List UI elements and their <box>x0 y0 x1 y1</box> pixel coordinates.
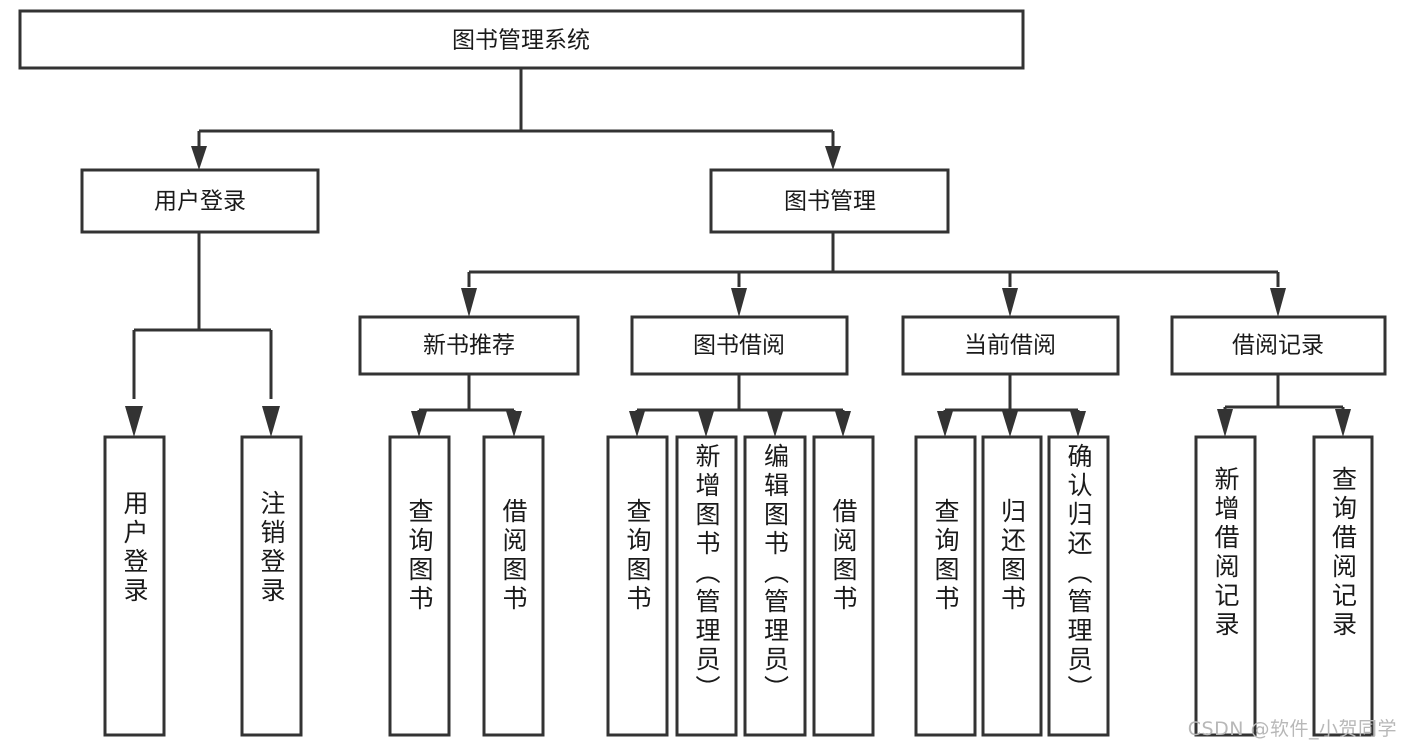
arrow-head-icon <box>629 411 645 437</box>
arrow-head-icon <box>262 406 280 437</box>
node-user-login-label: 用户登录 <box>154 189 246 215</box>
node-user-login[interactable]: 用户登录 <box>80 168 320 234</box>
watermark-text: CSDN @软件_小贺同学 <box>1187 718 1397 740</box>
leaf-box-logout-login[interactable] <box>240 435 303 737</box>
leaf-box-query-book-2[interactable] <box>606 435 669 737</box>
node-current-borrow-label: 当前借阅 <box>964 333 1056 359</box>
node-book-borrow[interactable]: 图书借阅 <box>630 315 849 376</box>
arrow-head-icon <box>506 411 522 437</box>
node-book-management[interactable]: 图书管理 <box>709 168 950 234</box>
arrow-head-icon <box>731 288 747 317</box>
arrow-head-icon <box>1002 411 1018 437</box>
arrow-head-icon <box>191 146 207 170</box>
leaf-box-query-record[interactable] <box>1312 435 1374 737</box>
connector-currentborrow-to-leaves <box>937 374 1086 437</box>
leaf-box-borrow-book-2[interactable] <box>812 435 875 737</box>
arrow-head-icon <box>767 411 783 437</box>
node-book-borrow-label: 图书借阅 <box>693 333 785 359</box>
node-new-book-recommend-label: 新书推荐 <box>423 333 515 359</box>
connector-borrowrecord-to-leaves <box>1217 374 1351 437</box>
node-root-label: 图书管理系统 <box>452 28 590 54</box>
leaf-box-edit-book[interactable] <box>743 435 807 737</box>
leaf-box-query-book-1[interactable] <box>388 435 451 737</box>
arrow-head-icon <box>411 411 427 437</box>
leaf-box-confirm-return[interactable] <box>1047 435 1110 737</box>
arrow-head-icon <box>1270 288 1286 317</box>
node-current-borrow[interactable]: 当前借阅 <box>901 315 1120 376</box>
connector-newbook-to-leaves <box>411 374 522 437</box>
arrow-head-icon <box>1335 409 1351 437</box>
node-new-book-recommend[interactable]: 新书推荐 <box>358 315 580 376</box>
connector-userlogin-to-leaves <box>125 232 280 437</box>
connector-root-to-level2 <box>191 68 841 170</box>
arrow-head-icon <box>1070 411 1086 437</box>
leaf-box-return-book[interactable] <box>981 435 1043 737</box>
node-borrow-record[interactable]: 借阅记录 <box>1170 315 1387 376</box>
arrow-head-icon <box>835 411 851 437</box>
arrow-head-icon <box>461 288 477 317</box>
leaf-box-borrow-book-1[interactable] <box>482 435 545 737</box>
node-root[interactable]: 图书管理系统 <box>18 9 1025 70</box>
arrow-head-icon <box>125 406 143 437</box>
arrow-head-icon <box>937 411 953 437</box>
connector-bookborrow-to-leaves <box>629 374 851 437</box>
leaf-box-add-record[interactable] <box>1194 435 1257 737</box>
node-borrow-record-label: 借阅记录 <box>1232 333 1324 359</box>
leaf-box-user-login[interactable] <box>103 435 166 737</box>
arrow-head-icon <box>825 146 841 170</box>
arrow-head-icon <box>1217 409 1233 437</box>
leaf-box-query-book-3[interactable] <box>914 435 977 737</box>
arrow-head-icon <box>698 411 714 437</box>
arrow-head-icon <box>1002 288 1018 317</box>
connector-bookmgmt-to-level3 <box>461 232 1286 317</box>
node-book-management-label: 图书管理 <box>784 189 876 215</box>
leaf-box-add-book[interactable] <box>675 435 738 737</box>
